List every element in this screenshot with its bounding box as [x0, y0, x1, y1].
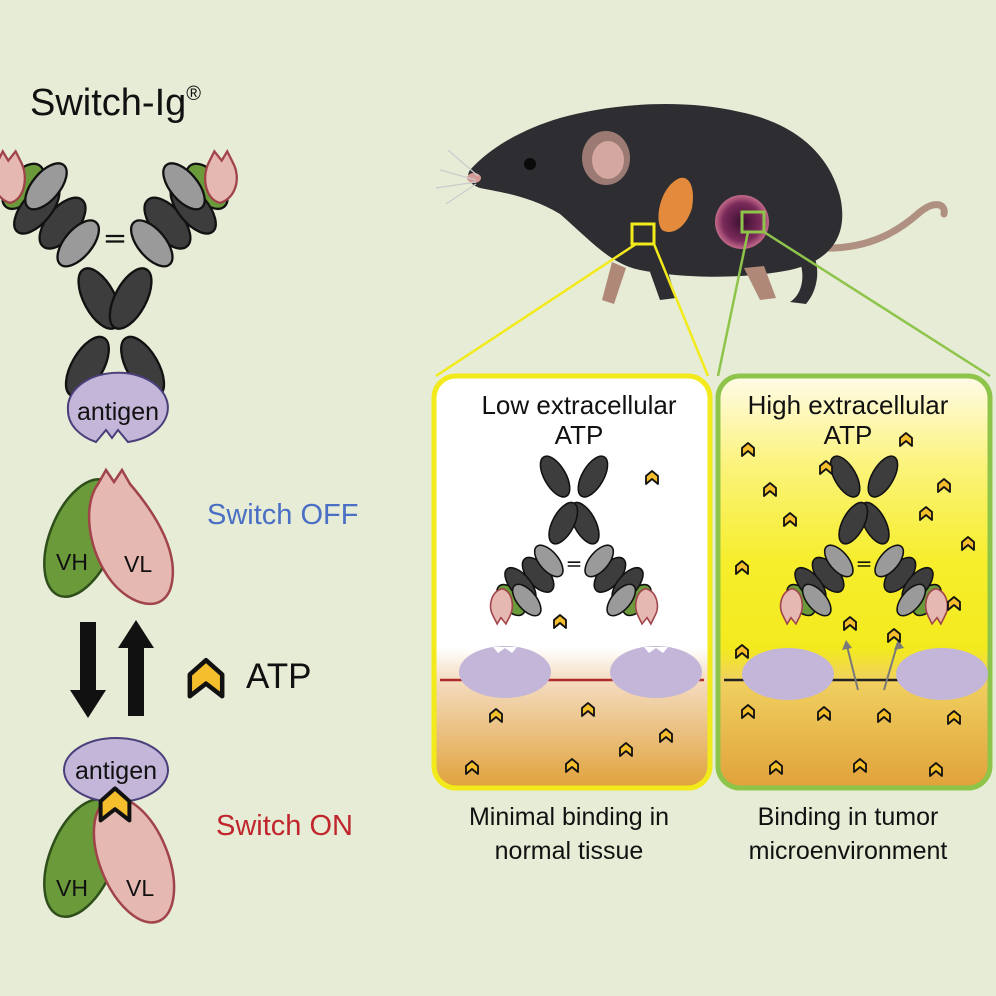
low-atp-heading: Low extracellular ATP: [448, 390, 710, 450]
low-atp-heading-line2: ATP: [554, 420, 604, 450]
mouse-icon: [435, 104, 948, 304]
antigen-switch-off: antigen: [66, 371, 169, 444]
vh-label: VH: [56, 549, 88, 575]
high-atp-panel: [715, 373, 993, 791]
high-atp-heading-line2: ATP: [823, 420, 873, 450]
antigen-label: antigen: [77, 398, 159, 426]
vl-label: VL: [124, 551, 152, 577]
page-title: Switch-Ig®: [30, 82, 201, 125]
low-atp-caption: Minimal binding in normal tissue: [425, 800, 713, 868]
vh-label-on: VH: [56, 875, 88, 901]
high-atp-heading: High extracellular ATP: [722, 390, 974, 450]
atp-chevron-icon: [190, 660, 222, 696]
switch-ig-antibody-icon: [0, 150, 238, 405]
low-atp-caption-line2: normal tissue: [494, 837, 644, 865]
title-text: Switch-Ig: [30, 82, 187, 124]
vh-vl-pair-off: VH VL: [43, 467, 175, 606]
zoom-connectors: [435, 230, 991, 378]
atp-label: ATP: [246, 657, 312, 696]
high-atp-caption-line1: Binding in tumor: [757, 803, 939, 831]
high-atp-caption: Binding in tumor microenvironment: [712, 800, 984, 868]
registered-mark: ®: [186, 83, 202, 105]
high-atp-caption-line2: microenvironment: [748, 837, 948, 865]
low-atp-heading-line1: Low extracellular: [481, 390, 677, 420]
switch-on-label: Switch ON: [216, 810, 353, 842]
low-atp-panel: [431, 373, 713, 791]
equilibrium-arrows-icon: [70, 620, 154, 718]
switch-off-label: Switch OFF: [207, 499, 359, 531]
low-atp-caption-line1: Minimal binding in: [468, 803, 670, 831]
high-atp-heading-line1: High extracellular: [747, 390, 949, 420]
antigen-label-on: antigen: [75, 757, 157, 785]
vl-label-on: VL: [126, 875, 154, 901]
antigen-switch-on: antigen: [63, 737, 169, 803]
